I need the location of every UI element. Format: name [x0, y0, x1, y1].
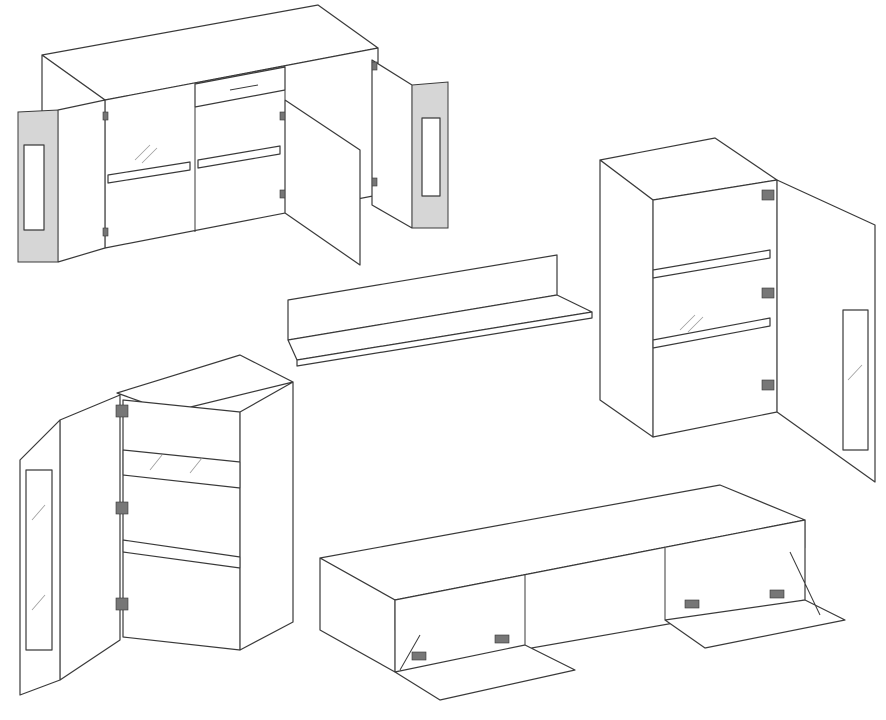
tall-cabinet-right	[599, 137, 876, 483]
small-cabinet-left	[19, 354, 294, 696]
sideboard	[17, 4, 449, 266]
tv-unit	[319, 484, 846, 701]
wall-shelf	[287, 254, 593, 367]
